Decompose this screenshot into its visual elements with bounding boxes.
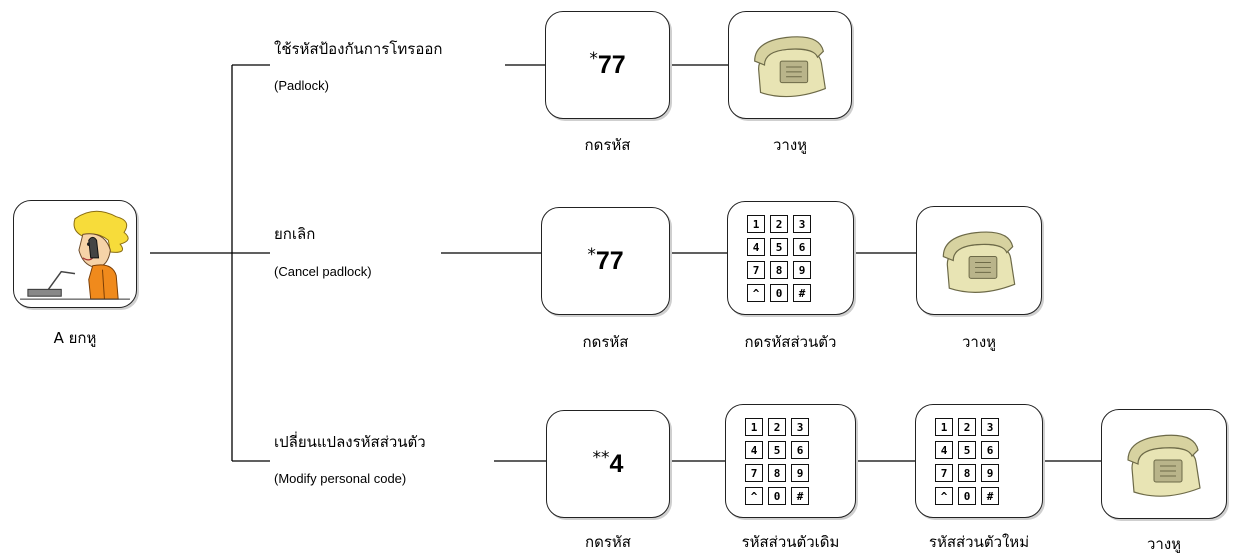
- padlock-hang-up-label: วางหู: [772, 136, 808, 154]
- padlock-dial-code-label: กดรหัส: [584, 136, 631, 154]
- caller-box: [13, 200, 137, 308]
- keypad-key: 4: [935, 441, 953, 459]
- keypad-key: 8: [958, 464, 976, 482]
- modify-old-code-label: รหัสส่วนตัวเดิม: [741, 533, 840, 551]
- cancel-dial-code-box: *77: [541, 207, 670, 315]
- cancel-hang-up-label: วางหู: [961, 333, 997, 351]
- keypad-key: 4: [747, 238, 765, 256]
- keypad-key: 3: [791, 418, 809, 436]
- keypad-key: 7: [935, 464, 953, 482]
- keypad-key: #: [981, 487, 999, 505]
- modify-hang-up-label: วางหู: [1146, 535, 1182, 553]
- cancel-dial-code-label: กดรหัส: [582, 333, 629, 351]
- keypad-key: 2: [768, 418, 786, 436]
- dial-code: 4: [609, 449, 624, 478]
- keypad-key: 9: [793, 261, 811, 279]
- keypad-key: ^: [935, 487, 953, 505]
- padlock-dial-code-box: *77: [545, 11, 670, 119]
- modify-subtitle: (Modify personal code): [274, 471, 407, 486]
- dial-code: 77: [597, 50, 626, 79]
- keypad-key: 7: [745, 464, 763, 482]
- keypad-key: 6: [981, 441, 999, 459]
- keypad-key: #: [793, 284, 811, 302]
- keypad-key: 8: [770, 261, 788, 279]
- desk-phone-icon: [754, 36, 826, 98]
- star-symbol: *: [589, 49, 598, 69]
- keypad-key: 1: [745, 418, 763, 436]
- keypad-key: 5: [768, 441, 786, 459]
- star-symbol: **: [592, 448, 610, 468]
- keypad-key: #: [791, 487, 809, 505]
- cancel-hang-up-box: [916, 206, 1042, 315]
- keypad-key: ^: [745, 487, 763, 505]
- keypad-key: 2: [958, 418, 976, 436]
- keypad-key: 3: [981, 418, 999, 436]
- modify-dial-code-box: **4: [546, 410, 670, 518]
- modify-title: เปลี่ยนแปลงรหัสส่วนตัว: [274, 433, 426, 451]
- keypad-key: 9: [791, 464, 809, 482]
- dial-code: 77: [595, 246, 624, 275]
- caller-label: A ยกหู: [53, 329, 97, 347]
- modify-new-code-label: รหัสส่วนตัวใหม่: [928, 533, 1030, 551]
- keypad-key: 1: [747, 215, 765, 233]
- padlock-title: ใช้รหัสป้องกันการโทรออก: [274, 40, 443, 58]
- keypad-key: 0: [958, 487, 976, 505]
- keypad-key: 6: [791, 441, 809, 459]
- cancel-subtitle: (Cancel padlock): [274, 264, 372, 279]
- padlock-subtitle: (Padlock): [274, 78, 329, 93]
- keypad-key: 1: [935, 418, 953, 436]
- keypad-key: 6: [793, 238, 811, 256]
- keypad-key: 0: [768, 487, 786, 505]
- cancel-keypad-label: กดรหัสส่วนตัว: [744, 333, 837, 351]
- keypad-key: ^: [747, 284, 765, 302]
- keypad-key: 3: [793, 215, 811, 233]
- keypad-key: 7: [747, 261, 765, 279]
- star-symbol: *: [587, 245, 596, 265]
- caller-on-phone-icon: [20, 210, 130, 300]
- cancel-title: ยกเลิก: [274, 225, 316, 243]
- desk-phone-icon: [942, 231, 1016, 293]
- keypad-key: 5: [770, 238, 788, 256]
- keypad-key: 9: [981, 464, 999, 482]
- modify-dial-code-label: กดรหัส: [585, 533, 631, 551]
- desk-phone-icon: [1127, 434, 1201, 497]
- keypad-key: 8: [768, 464, 786, 482]
- keypad-key: 5: [958, 441, 976, 459]
- keypad-key: 2: [770, 215, 788, 233]
- keypad-key: 0: [770, 284, 788, 302]
- modify-hang-up-box: [1101, 409, 1227, 519]
- padlock-hang-up-box: [728, 11, 852, 119]
- keypad-key: 4: [745, 441, 763, 459]
